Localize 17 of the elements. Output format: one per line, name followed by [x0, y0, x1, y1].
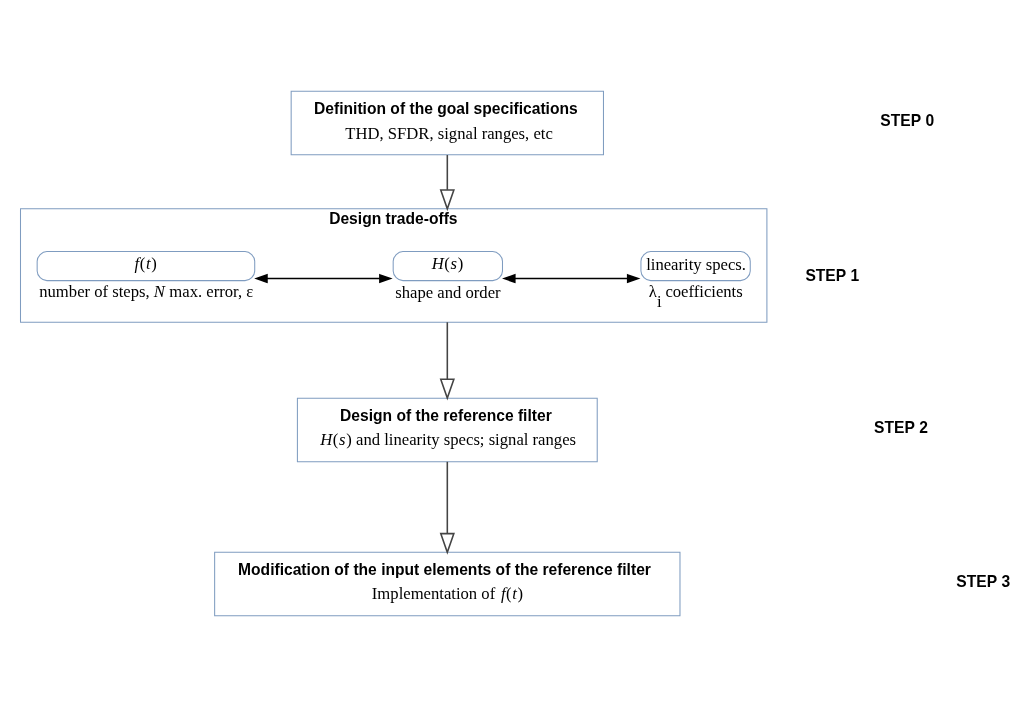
node-box: Design of the reference filter H(s) and linearity specs; signal ranges [296, 397, 598, 462]
arrow [439, 460, 455, 555]
arrow [254, 273, 393, 283]
node-box: f(t) [36, 250, 256, 281]
node-label: shape and order [395, 282, 501, 302]
arrow [502, 273, 641, 283]
node-box: linearity specs. [640, 250, 751, 281]
node-box: Modification of the input elements of the reference filter Implementation of f(t) [214, 551, 681, 616]
arrow [439, 153, 455, 211]
node-box: H(s) [392, 250, 503, 281]
label: STEP 2 [874, 418, 928, 436]
arrow [439, 321, 455, 400]
label: STEP 1 [805, 266, 860, 284]
label: STEP 0 [880, 111, 935, 129]
label: STEP 3 [956, 572, 1011, 590]
node-box: Definition of the goal specifications THD, SFDR, signal ranges, etc [290, 90, 604, 155]
node-label: number of steps, N max. error, ε [39, 281, 254, 301]
